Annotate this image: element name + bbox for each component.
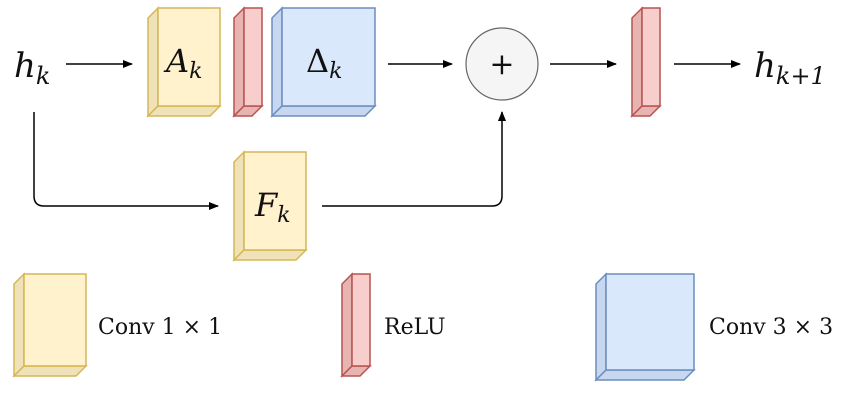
legend-relu-label: ReLU [384,315,446,340]
arrow-input-to-f [33,112,219,210]
input-label: hk [14,46,50,90]
relu-block-2 [630,6,662,118]
legend-conv3x3-label: Conv 3 × 3 [709,315,833,340]
svg-text:Fk: Fk [254,186,291,228]
legend-relu: ReLU [340,272,446,378]
legend-conv1x1-label: Conv 1 × 1 [98,315,222,340]
conv3x3-block-delta: Δk [270,6,377,118]
conv1x1-block-f: Fk [232,150,308,262]
output-label: hk+1 [754,46,826,90]
legend-conv3x3-swatch [594,272,696,382]
legend-conv1x1: Conv 1 × 1 [12,272,222,378]
legend-relu-swatch [340,272,372,378]
svg-text:Ak: Ak [163,42,202,84]
legend-conv1x1-swatch [12,272,88,378]
sum-node: + [465,27,539,101]
conv1x1-block-a: Ak [146,6,222,118]
legend-conv3x3: Conv 3 × 3 [594,272,833,382]
relu-block-1 [232,6,264,118]
arrow-f-to-sum [322,111,506,207]
svg-text:Δk: Δk [306,42,342,84]
sum-symbol: + [489,47,514,82]
